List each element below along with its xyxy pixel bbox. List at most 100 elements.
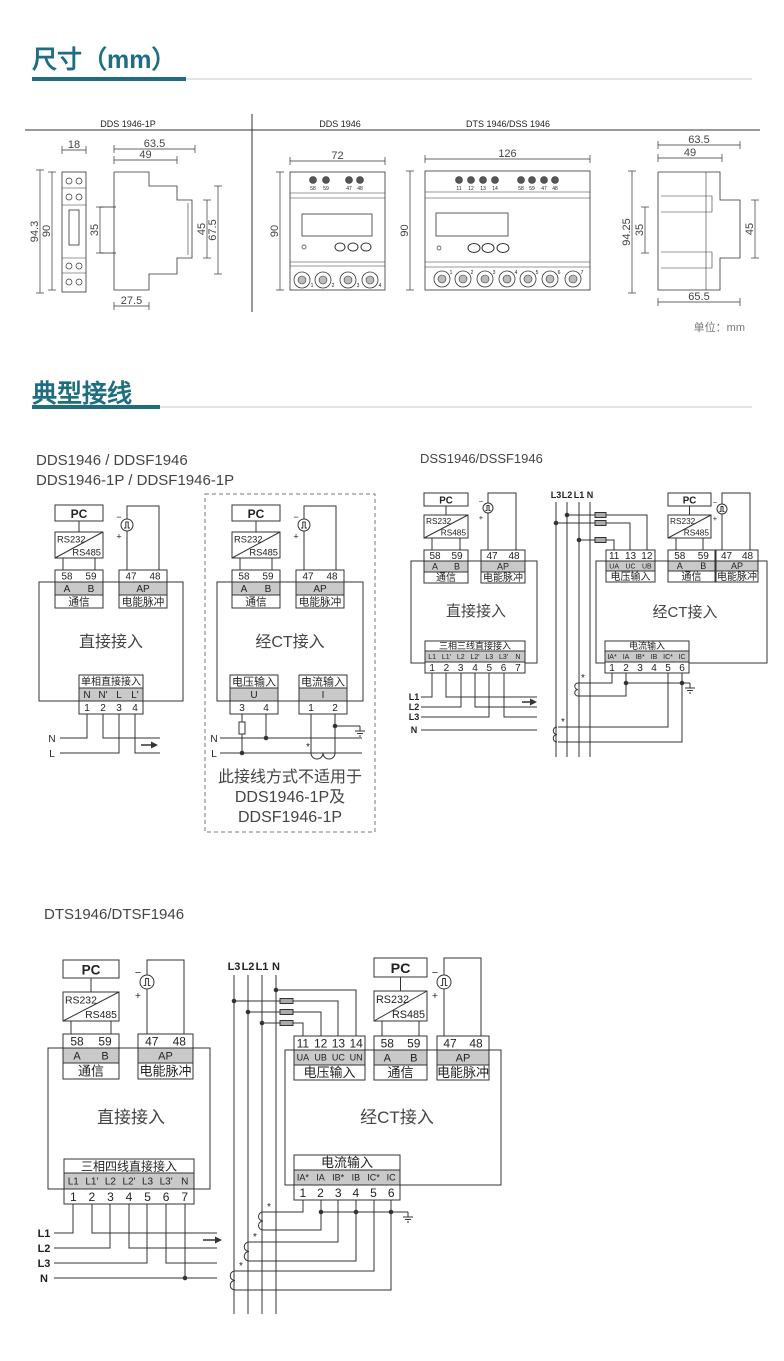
wire bbox=[421, 673, 462, 708]
current-terminal-text: 5 bbox=[370, 1186, 377, 1200]
converter-diagonal bbox=[231, 531, 281, 559]
current-terminal-text: 2 bbox=[623, 663, 629, 674]
voltage-terminal-text: 12 bbox=[641, 551, 653, 562]
single-phase-terminal-text: L bbox=[116, 690, 122, 701]
converter-diagonal bbox=[54, 531, 104, 559]
screw-terminal-icon bbox=[491, 176, 499, 184]
mode-label: 经CT接入 bbox=[360, 1108, 434, 1127]
pulse-wave-icon bbox=[485, 505, 491, 511]
voltage-terminal-text: 12 bbox=[314, 1036, 328, 1050]
ct-coil-icon bbox=[229, 1270, 236, 1291]
line-label: L1 bbox=[409, 692, 420, 702]
wire bbox=[134, 714, 160, 754]
three-phase-three-wire-terminal-text: 三相三线直接接入 bbox=[439, 640, 511, 651]
screw-terminal-icon bbox=[517, 176, 525, 184]
pulse-terminal-text: 47 bbox=[443, 1036, 457, 1050]
current-terminal-text: 3 bbox=[637, 663, 643, 674]
wire bbox=[474, 673, 537, 708]
rs485-label: RS485 bbox=[72, 547, 101, 557]
line-label-n: N bbox=[210, 734, 217, 745]
button-icon bbox=[481, 243, 495, 253]
pulse-output-icon bbox=[120, 518, 134, 532]
voltage-terminal-text: UA bbox=[609, 564, 619, 571]
comm-terminal-row bbox=[423, 560, 469, 573]
converter-diagonal bbox=[373, 990, 428, 1022]
plus-sign: + bbox=[135, 990, 141, 1002]
bus-label: L1 bbox=[256, 961, 269, 973]
voltage-terminal-text: UB bbox=[314, 1053, 327, 1063]
three-phase-three-wire-terminal-text: L2 bbox=[457, 654, 465, 661]
terminal-number: 58 bbox=[310, 186, 316, 192]
wire bbox=[235, 1200, 392, 1291]
wire bbox=[263, 1200, 322, 1231]
line-label: N bbox=[40, 1273, 48, 1285]
screw-terminal-icon bbox=[75, 177, 83, 185]
terminal-number: 13 bbox=[480, 186, 486, 192]
three-phase-four-wire-terminal-text: 2 bbox=[89, 1190, 96, 1204]
dimension-label: 27.5 bbox=[121, 295, 142, 307]
current-terminal-row bbox=[293, 1184, 401, 1201]
single-phase-terminal-text: L' bbox=[131, 690, 139, 701]
screw-terminal-icon bbox=[356, 176, 364, 184]
wire bbox=[54, 1204, 148, 1264]
current-terminal-row bbox=[298, 700, 348, 715]
button-icon bbox=[360, 242, 372, 252]
current-terminal-text: 1 bbox=[609, 663, 615, 674]
screw-terminal-icon bbox=[309, 176, 317, 184]
wire bbox=[248, 1011, 322, 1036]
junction-dot bbox=[239, 750, 245, 756]
minus-sign: − bbox=[479, 497, 484, 506]
current-terminal-text: I bbox=[322, 690, 325, 701]
wire bbox=[146, 959, 185, 1034]
mode-label: 经CT接入 bbox=[255, 633, 324, 651]
three-phase-four-wire-terminal-text: L2 bbox=[105, 1177, 117, 1188]
pulse-terminal-text: AP bbox=[136, 584, 150, 595]
comm-terminal-text: B bbox=[454, 562, 460, 572]
three-phase-three-wire-terminal-text: L1 bbox=[428, 654, 436, 661]
dimension-label: 90 bbox=[269, 225, 281, 237]
plus-sign: + bbox=[432, 990, 438, 1002]
screw-terminal-icon bbox=[545, 274, 555, 284]
current-terminal-row bbox=[604, 650, 690, 663]
rs232-label: RS232 bbox=[234, 534, 263, 544]
fuse-icon bbox=[279, 998, 294, 1004]
comm-terminal-row bbox=[373, 1064, 428, 1081]
line-label: L1 bbox=[38, 1228, 51, 1240]
comm-terminal-text: B bbox=[265, 584, 272, 595]
screw-terminal-icon bbox=[75, 262, 83, 270]
title-underline-accent bbox=[32, 405, 160, 409]
dimension-label: 65.5 bbox=[688, 291, 709, 303]
screw-terminal-icon bbox=[343, 275, 353, 285]
three-phase-four-wire-terminal-text: 1 bbox=[70, 1190, 77, 1204]
current-terminal-text: 电流输入 bbox=[629, 640, 665, 651]
comm-terminal-row bbox=[54, 581, 104, 596]
screw-terminal-icon bbox=[523, 274, 533, 284]
current-terminal-text: IA bbox=[623, 654, 630, 661]
terminal-number: 59 bbox=[529, 186, 535, 192]
terminal-number: 59 bbox=[323, 186, 329, 192]
display-window bbox=[301, 213, 373, 237]
screw-terminal-icon bbox=[551, 176, 559, 184]
bus-label: N bbox=[272, 961, 280, 973]
three-phase-four-wire-terminal-text: L2' bbox=[122, 1177, 135, 1188]
current-terminal-text: 2 bbox=[332, 703, 338, 714]
pc-label: PC bbox=[439, 495, 453, 506]
current-terminal-text: IC bbox=[679, 654, 686, 661]
voltage-terminal-text: 3 bbox=[239, 703, 245, 714]
line-label: N bbox=[411, 725, 418, 735]
fuse-icon bbox=[594, 520, 607, 526]
bus-label: L2 bbox=[242, 961, 255, 973]
comm-terminal-text: A bbox=[432, 562, 438, 572]
arrow-icon bbox=[215, 1236, 222, 1244]
converter-diagonal bbox=[667, 514, 712, 539]
dimension-label: 49 bbox=[684, 147, 696, 159]
wire bbox=[421, 673, 490, 718]
wire bbox=[503, 673, 537, 718]
header-dds1946: DDS 1946 bbox=[319, 119, 361, 129]
pulse-wave-icon bbox=[719, 506, 725, 512]
terminal-number: 1 bbox=[450, 270, 453, 276]
three-phase-four-wire-terminal-text: 三相四线直接接入 bbox=[81, 1158, 177, 1173]
comm-terminal-text: B bbox=[700, 561, 706, 571]
wire bbox=[578, 673, 627, 697]
plus-sign: + bbox=[293, 531, 298, 541]
